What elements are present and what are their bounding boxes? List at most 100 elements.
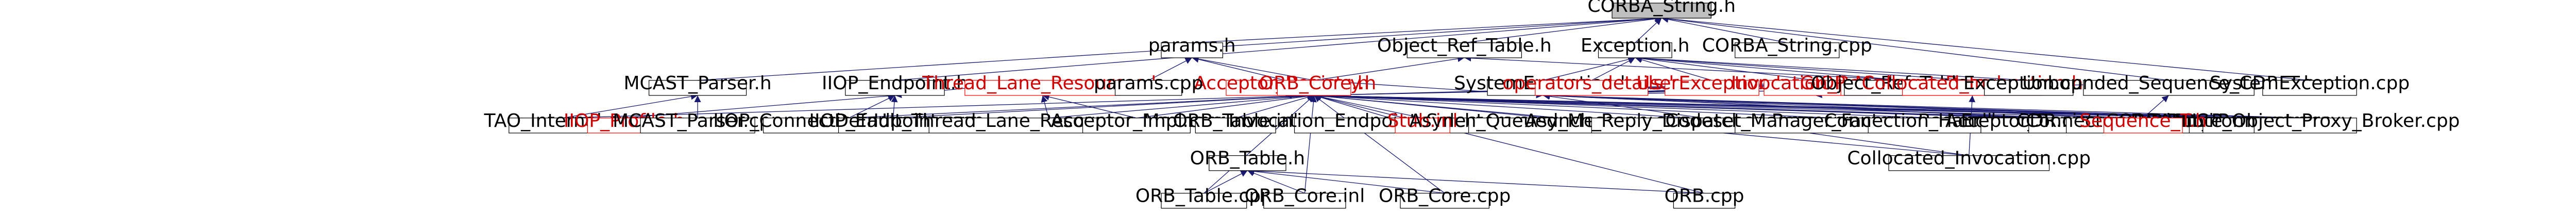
node-collocated-invocation-cpp[interactable]: Collocated_Invocation.cpp — [1847, 148, 2091, 171]
edge-line — [1148, 57, 1192, 81]
edge-orb_table_h-to-orb_core_inl — [1247, 170, 1305, 194]
edge-orb_table_h-to-orb_core_cpp — [1247, 168, 1445, 194]
node-box — [1984, 80, 2074, 96]
edge-orb_core_h-to-orb_core_inl — [1304, 95, 1317, 193]
node-box — [1735, 42, 1840, 58]
node-orb-cpp[interactable]: ORB.cpp — [1665, 186, 1744, 209]
edge-exception_h-to-operators_details_h — [1591, 57, 1636, 81]
edge-line — [1048, 92, 1314, 119]
node-remote-object-proxy-broker-cpp[interactable]: Remote_Object_Proxy_Broker.cpp — [2151, 110, 2460, 134]
node-orb-table-inl[interactable]: ORB_Table.inl — [1173, 110, 1298, 134]
edge-systemexception_h-to-cdr_cpp — [1543, 92, 2056, 119]
edge-orb_core_h-to-orb_cpp — [1314, 93, 1705, 194]
edge-exception_h-to-exception_cpp — [1635, 55, 2029, 81]
node-box — [1263, 192, 1346, 209]
edge-line — [1662, 15, 2169, 81]
edge-line — [1314, 55, 1465, 81]
node-box — [1665, 80, 1759, 96]
node-label: Exception.cpp — [1963, 73, 2094, 94]
edge-line — [1635, 55, 2029, 81]
node-iiop-endpoint-cpp[interactable]: IIOP_Endpoint.cpp — [809, 110, 977, 134]
edge-line — [1247, 170, 1305, 194]
node-systemexception-cpp[interactable]: SystemException.cpp — [2210, 73, 2410, 96]
node-label: ORB_Table.cpp — [1136, 186, 1273, 207]
edge-orb_core_h-to-codeset_manager_factory_base_cpp — [1314, 92, 1834, 119]
node-box — [1277, 80, 1351, 96]
node-stub-inl[interactable]: Stub.inl — [1387, 110, 1458, 134]
node-object-ref-table-h[interactable]: Object_Ref_Table.h — [1377, 35, 1552, 58]
node-box — [1400, 192, 1489, 209]
edge-iiop_endpoint_h-to-iiop_profile_h — [624, 92, 895, 119]
edge-line — [1635, 55, 1816, 81]
edge-orb_core_h-to-iiop_connection_handler_cpp — [849, 92, 1314, 119]
edge-line — [1662, 16, 1787, 43]
node-box — [964, 80, 1121, 96]
edge-line — [1192, 15, 1662, 43]
edge-line — [1247, 167, 1705, 194]
node-iiop-endpoint-h[interactable]: IIOP_Endpoint.h — [822, 73, 968, 96]
node-params-h[interactable]: params.h — [1148, 35, 1236, 58]
node-params-cpp[interactable]: params.cpp — [1094, 73, 1204, 96]
edge-line — [1662, 15, 2310, 81]
edge-line — [563, 93, 698, 119]
node-exception-cpp[interactable]: Exception.cpp — [1963, 73, 2094, 96]
node-label: ORB.cpp — [1665, 186, 1744, 207]
node-box — [1294, 118, 1486, 134]
edge-line — [1543, 56, 1635, 81]
edge-orb_table_h-to-orb_cpp — [1247, 167, 1705, 194]
node-label: MCAST_Parser.cpp — [613, 110, 783, 132]
node-operators-details-h[interactable]: operators_details.h — [1502, 73, 1681, 96]
edge-line — [1635, 18, 1662, 43]
edge-orb_table_h-to-orb_table_cpp — [1204, 170, 1248, 194]
edge-corba_string_h-to-systemexception_cpp — [1662, 15, 2310, 81]
edge-line — [1314, 92, 2056, 119]
edge-object_ref_table_h-to-object_ref_table_cpp — [1464, 55, 1909, 81]
node-orb-table-h[interactable]: ORB_Table.h — [1190, 148, 1305, 171]
node-box — [1673, 192, 1736, 209]
node-box — [1535, 80, 1649, 96]
edge-line — [1635, 56, 1713, 81]
node-mcast-parser-h[interactable]: MCAST_Parser.h — [623, 73, 772, 96]
node-label: ORB_Table.inl — [1173, 110, 1298, 132]
edge-line — [1635, 55, 1904, 81]
node-box — [1888, 155, 2050, 171]
node-userexception-h[interactable]: UserException.h — [1636, 73, 1788, 96]
node-box — [1395, 118, 1450, 134]
edge-corba_string_h-to-object_ref_table_h — [1464, 15, 1662, 43]
edge-params_h-to-params_cpp — [1148, 57, 1192, 81]
node-acceptor-impl-cpp[interactable]: Acceptor_Impl.cpp — [1050, 110, 1222, 134]
node-label: Acceptor_Impl.cpp — [1050, 110, 1222, 132]
node-box — [2253, 118, 2357, 134]
node-label: Default_Thread_Lane_Resources_Manager.cp… — [834, 110, 1263, 132]
node-box — [1161, 42, 1223, 58]
node-orb-table-cpp[interactable]: ORB_Table.cpp — [1136, 186, 1273, 209]
node-corba-string-cpp[interactable]: CORBA_String.cpp — [1702, 35, 1872, 58]
node-mcast-parser-cpp[interactable]: MCAST_Parser.cpp — [613, 110, 783, 134]
node-box — [1598, 42, 1672, 58]
node-orb-core-h[interactable]: ORB_Core.h — [1259, 73, 1369, 96]
node-orb-core-cpp[interactable]: ORB_Core.cpp — [1379, 186, 1511, 209]
edge-orb_core_h-to-orb_core_cpp — [1314, 95, 1445, 194]
node-default-thread-lane-resources-manager-cpp[interactable]: Default_Thread_Lane_Resources_Manager.cp… — [834, 110, 1263, 134]
node-label: MCAST_Parser.h — [623, 73, 771, 94]
node-box — [1406, 42, 1522, 58]
node-orb-core-inl[interactable]: ORB_Core.inl — [1245, 186, 1365, 209]
node-corba-string-h[interactable]: CORBA_String.h — [1587, 0, 1736, 19]
edge-line — [2143, 95, 2169, 119]
node-box — [1195, 118, 1276, 134]
node-sequence-t-h[interactable]: Sequence_T.h — [2079, 110, 2207, 134]
node-box — [2262, 80, 2357, 96]
edge-orb_core_h-to-default_thread_lane_resources_manager_cpp — [1048, 92, 1314, 119]
edge-line — [1314, 92, 1691, 119]
node-label: IIOP_Endpoint.h — [822, 73, 968, 94]
node-exception-h[interactable]: Exception.h — [1581, 35, 1689, 58]
edge-line — [1192, 56, 1285, 81]
edge-line — [1464, 15, 1662, 43]
edge-line — [1314, 92, 1834, 119]
edge-unbounded_sequence_cdr_t_h-to-sequence_t_h — [2143, 95, 2169, 119]
edge-exception_h-to-collocated_invocation_h — [1635, 55, 1973, 81]
edge-exception_h-to-systemexception_h — [1543, 56, 1635, 81]
edge-line — [1314, 95, 1445, 194]
